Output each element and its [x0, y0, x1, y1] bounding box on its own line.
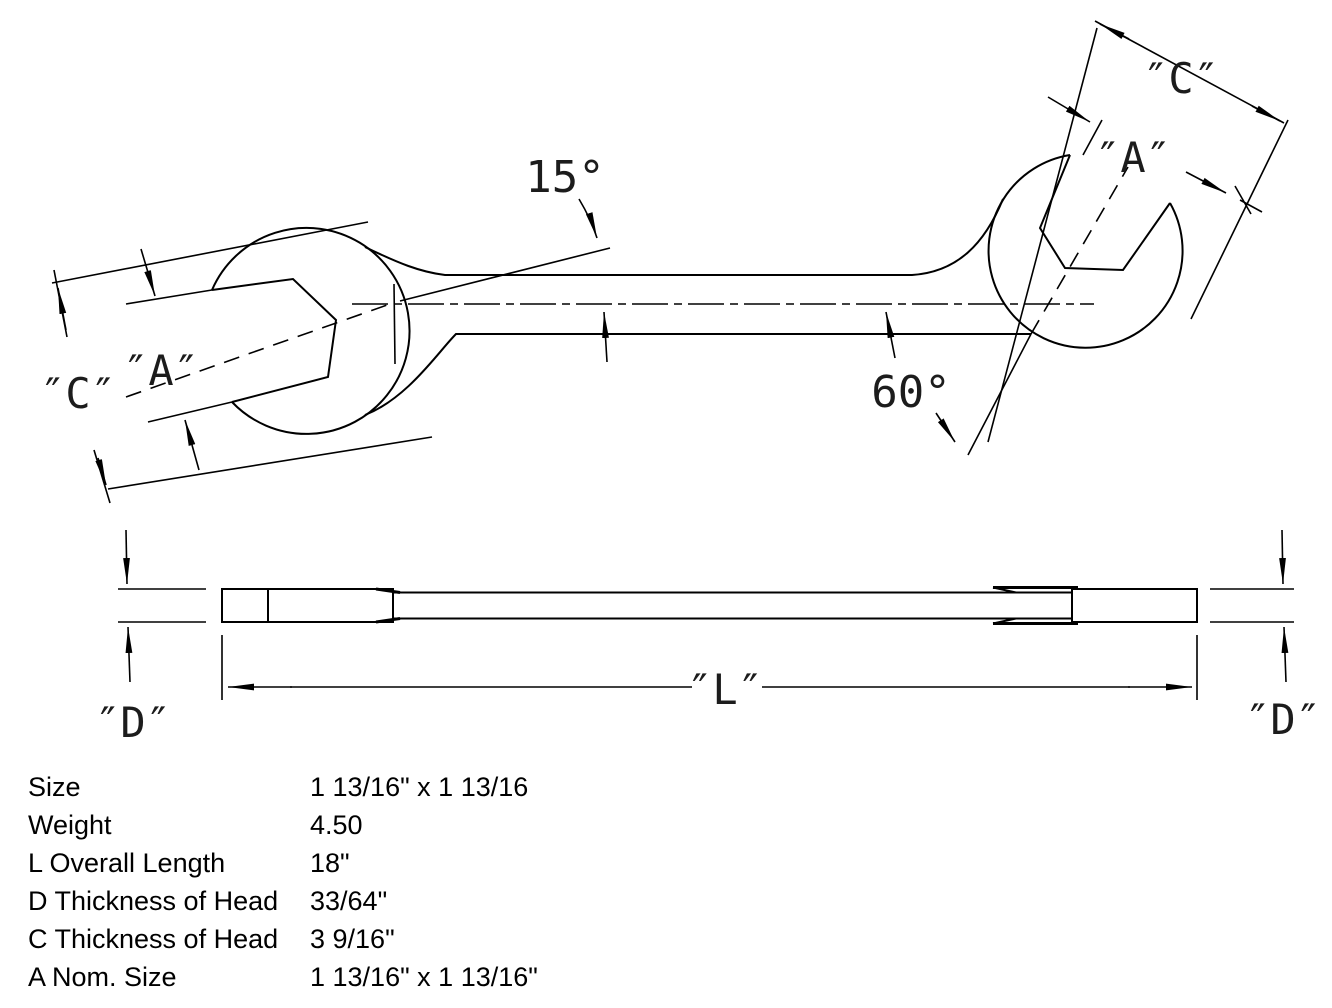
left-c-arrow-up — [57, 287, 67, 331]
d-right-arrow-down — [1279, 529, 1286, 585]
right-head-axis — [1030, 166, 1129, 335]
left-c-dim-seg2 — [93, 449, 111, 504]
right-c-ext-1 — [987, 27, 1098, 443]
spec-value: 3 9/16" — [310, 924, 395, 954]
spec-value: 1 13/16" x 1 13/16 — [310, 772, 529, 802]
spec-label: C Thickness of Head — [28, 924, 279, 954]
table-row: D Thickness of Head 33/64" — [28, 886, 748, 924]
dim-label-a-right: ″A″ — [1095, 133, 1171, 182]
spec-label: D Thickness of Head — [28, 886, 279, 916]
spec-value: 1 13/16" x 1 13/16" — [310, 962, 538, 992]
left-a-arrow-up — [184, 419, 200, 471]
d-left-arrow-down — [123, 529, 130, 585]
side-left-chamfer-bottom — [375, 617, 401, 624]
right-a-tail-2 — [1239, 199, 1263, 213]
left-jaw-slot — [211, 277, 338, 403]
right-a-arrow-2 — [1185, 171, 1227, 194]
dim-label-c-right: ″C″ — [1143, 54, 1219, 103]
table-row: L Overall Length 18" — [28, 848, 748, 886]
shaft-bottom-edge — [364, 333, 1031, 416]
center-lines — [125, 166, 1129, 456]
spec-value: 18" — [310, 848, 350, 878]
d-right-arrow-up — [1281, 626, 1289, 683]
left-head-circle — [211, 226, 411, 435]
left-a-arrow-down — [140, 248, 156, 297]
left-angle-vertex-tick — [393, 283, 396, 365]
top-view — [211, 154, 1184, 435]
side-right-nub-bottom — [992, 617, 1017, 625]
dimensions — [51, 20, 1289, 504]
d-left-arrow-up — [125, 626, 133, 683]
technical-drawing: 15° 60° ″C″ ″A″ ″C″ ″A″ ″L″ ″D″ ″D″ — [40, 20, 1321, 747]
spec-label: Size — [28, 772, 81, 802]
side-view — [221, 586, 1198, 625]
right-a-ext-stub-2 — [1234, 185, 1252, 215]
angle60-centerline-arrow — [885, 311, 896, 359]
side-left-chamfer-top — [375, 587, 401, 594]
right-head-circle — [987, 154, 1184, 349]
angle-label-15: 15° — [525, 152, 604, 203]
table-row: Weight 4.50 — [28, 810, 748, 848]
side-right-head — [1071, 588, 1198, 623]
side-left-head — [221, 588, 394, 623]
left-c-arrow-down — [95, 457, 107, 486]
table-row: C Thickness of Head 3 9/16" — [28, 924, 748, 962]
side-view-dimensions — [118, 529, 1294, 700]
right-c-ext-2 — [1190, 119, 1289, 320]
spec-value: 33/64" — [310, 886, 388, 916]
angle-label-60: 60° — [871, 367, 950, 418]
spec-value: 4.50 — [310, 810, 363, 840]
right-a-arrow-1 — [1047, 96, 1091, 123]
right-c-arrow-1 — [1099, 23, 1130, 40]
left-a-ext-top — [125, 289, 213, 305]
side-right-nub-top — [992, 586, 1017, 594]
left-15deg-line — [399, 247, 611, 302]
spec-label: Weight — [28, 810, 112, 840]
angle60-leader — [935, 412, 956, 443]
dim-label-a-left: ″A″ — [123, 346, 199, 395]
left-c-ext-bottom — [107, 436, 433, 490]
table-row: A Nom. Size 1 13/16" x 1 13/16" — [28, 962, 748, 1000]
left-c-ext-top — [51, 221, 369, 284]
right-60deg-line — [967, 333, 1032, 456]
dim-label-d-right: ″D″ — [1245, 695, 1321, 744]
shaft-top-edge — [364, 198, 1004, 276]
angle15-centerline-arrow — [602, 311, 609, 363]
right-a-ext-stub-1 — [1082, 119, 1103, 156]
dim-label-l: ″L″ — [687, 665, 763, 714]
right-c-arrow-2 — [1251, 105, 1281, 122]
dim-label-d-left: ″D″ — [95, 698, 171, 747]
spec-label: L Overall Length — [28, 848, 226, 878]
spec-label: A Nom. Size — [28, 962, 177, 992]
table-row: Size 1 13/16" x 1 13/16 — [28, 772, 748, 810]
dim-label-c-left: ″C″ — [40, 369, 116, 418]
left-a-ext-bottom — [147, 401, 233, 423]
angle15-leader — [578, 198, 598, 239]
left-head-axis — [125, 303, 391, 398]
spec-table: Size 1 13/16" x 1 13/16 Weight 4.50 L Ov… — [28, 772, 748, 1000]
